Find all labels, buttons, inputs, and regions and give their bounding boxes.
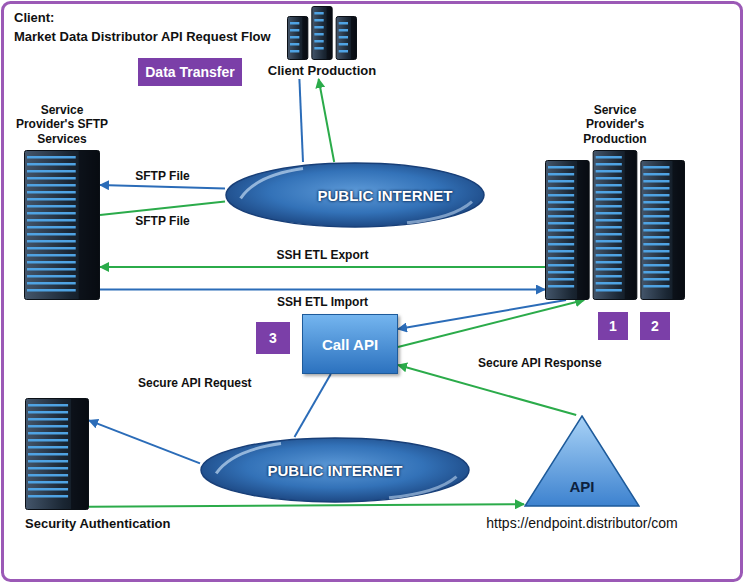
callout-number: 1	[598, 312, 628, 340]
edge-label: SSH ETL Import	[274, 295, 371, 309]
callout-number: 1	[609, 318, 617, 334]
callout-number: 3	[256, 322, 290, 354]
edge-label: SFTP File	[132, 169, 192, 183]
flow-arrow	[89, 504, 524, 506]
flow-arrow	[89, 420, 200, 463]
flow-arrow	[398, 300, 584, 347]
server-icon: Service Provider's SFTP Services	[24, 150, 100, 300]
network-cloud: PUBLIC INTERNET	[200, 437, 470, 503]
node-label: PUBLIC INTERNET	[318, 187, 453, 204]
api-triangle: APIhttps://endpoint.distributor/com	[524, 415, 640, 507]
callout-number: 3	[269, 330, 277, 346]
server-icon	[24, 150, 100, 300]
diagram-title: Client:	[14, 10, 54, 25]
endpoint-url: https://endpoint.distributor/com	[486, 515, 677, 531]
callout-number: 2	[640, 312, 670, 340]
node-label: Service Provider's Production	[565, 103, 665, 146]
node-label: Data Transfer	[145, 64, 234, 80]
network-cloud: PUBLIC INTERNET	[225, 162, 485, 228]
server-icon: Service Provider's Production	[545, 150, 685, 300]
flow-arrow	[100, 185, 225, 188]
node-label: PUBLIC INTERNET	[268, 462, 403, 479]
flow-arrow	[319, 79, 335, 162]
server-icon: Security Authentication	[25, 398, 89, 510]
flow-label: Secure API Request	[138, 376, 252, 390]
section-tag: Data Transfer	[138, 58, 242, 86]
process-box: Call API	[302, 314, 398, 374]
callout-number: 2	[651, 318, 659, 334]
flow-arrow	[100, 202, 225, 215]
edge-label: SSH ETL Export	[274, 248, 372, 262]
frame-border	[3, 3, 742, 581]
node-label: Service Provider's SFTP Services	[12, 103, 112, 146]
server-icon	[287, 6, 357, 60]
flow-arrow	[295, 374, 331, 437]
server-icon	[545, 150, 685, 300]
node-label: API	[524, 478, 640, 495]
server-icon: Client Production	[266, 6, 379, 79]
node-label: Client Production	[268, 63, 376, 78]
flow-arrow	[100, 289, 545, 291]
flow-label: Secure API Response	[478, 356, 602, 370]
flow-arrow	[398, 300, 566, 329]
node-label: Security Authentication	[25, 516, 170, 531]
diagram-title: Market Data Distributor API Request Flow	[14, 29, 271, 44]
flow-arrow	[100, 266, 545, 268]
flow-arrow	[398, 365, 576, 415]
node-label: Call API	[322, 336, 378, 353]
edge-label: SFTP File	[132, 214, 192, 228]
flow-arrow	[299, 79, 303, 162]
server-icon	[25, 398, 89, 510]
